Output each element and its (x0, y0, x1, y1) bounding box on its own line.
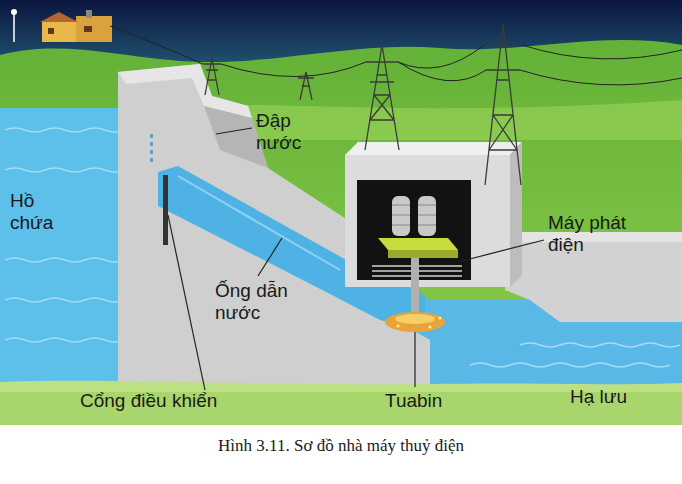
dam-label: Đập nước (256, 110, 318, 154)
downstream-label: Hạ lưu (570, 386, 670, 408)
turbine-label: Tuabin (385, 390, 465, 412)
reservoir-label: Hồ chứa (10, 190, 70, 234)
penstock-label: Ống dẫn nước (215, 280, 317, 324)
gate-label: Cổng điều khiển (80, 390, 280, 412)
figure-caption: Hình 3.11. Sơ đồ nhà máy thuỷ điện (0, 436, 682, 456)
generator-label: Máy phát điện (548, 212, 652, 256)
